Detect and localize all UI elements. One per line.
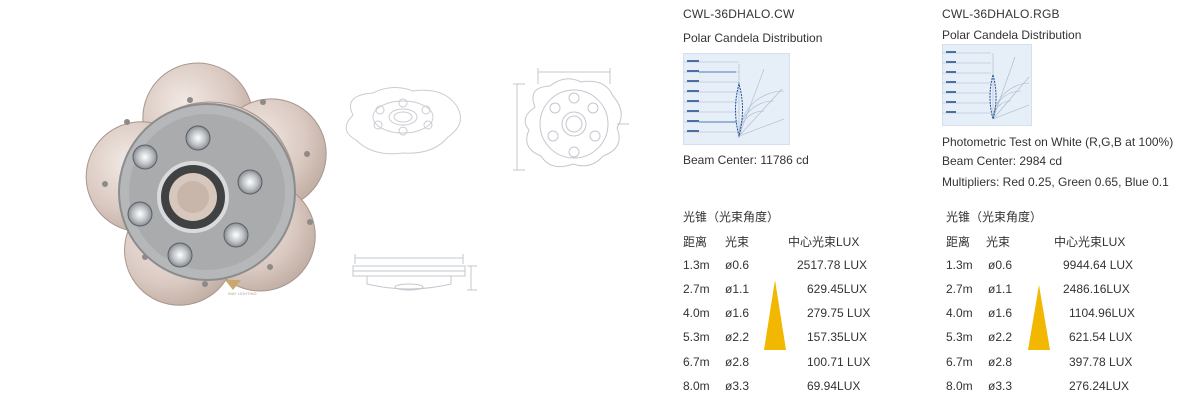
rgb-header-beam: 光束	[986, 235, 1011, 249]
rgb-row3-distance: 4.0m	[946, 306, 973, 320]
cw-table-title: 光锥（光束角度）	[683, 210, 780, 224]
table-row: 8.0m ø3.3 69.94LUX	[683, 379, 883, 395]
rgb-table-header: 距离 光束 中心光束LUX	[946, 233, 1146, 249]
rgb-model-title: CWL-36DHALO.RGB	[942, 7, 1060, 21]
rgb-row1-beam: ø0.6	[988, 258, 1013, 272]
cw-row6-lux: 69.94LUX	[807, 379, 861, 393]
rgb-beam-center: Beam Center: 2984 cd	[942, 154, 1063, 168]
cw-header-beam: 光束	[725, 235, 750, 249]
rgb-light-cone-icon	[1028, 285, 1050, 350]
rgb-row4-lux: 621.54 LUX	[1069, 330, 1133, 344]
cw-row5-lux: 100.71 LUX	[807, 355, 871, 369]
cw-row1-lux: 2517.78 LUX	[797, 258, 868, 272]
cw-model-title: CWL-36DHALO.CW	[683, 7, 795, 21]
cw-row1-distance: 1.3m	[683, 258, 710, 272]
rgb-row6-lux: 276.24LUX	[1069, 379, 1130, 393]
rgb-row2-distance: 2.7m	[946, 282, 973, 296]
cw-polar-subtitle: Polar Candela Distribution	[683, 31, 823, 45]
rgb-polar-subtitle: Polar Candela Distribution	[942, 28, 1082, 42]
cw-header-distance: 距离	[683, 235, 708, 249]
top-view-drawing	[505, 62, 645, 180]
rgb-row3-beam: ø1.6	[988, 306, 1013, 320]
cw-light-cone-icon	[764, 280, 786, 350]
logo-text: WAY LIGHTING	[228, 291, 257, 296]
rgb-row2-beam: ø1.1	[988, 282, 1013, 296]
cw-row4-beam: ø2.2	[725, 330, 750, 344]
table-row: 5.3m ø2.2 621.54 LUX	[946, 330, 1146, 346]
table-row: 6.7m ø2.8 397.78 LUX	[946, 355, 1146, 371]
table-row: 4.0m ø1.6 279.75 LUX	[683, 306, 883, 322]
rgb-test-note: Photometric Test on White (R,G,B at 100%…	[942, 135, 1174, 149]
table-row: 4.0m ø1.6 1104.96LUX	[946, 306, 1146, 322]
cw-row6-beam: ø3.3	[725, 379, 750, 393]
cw-row2-lux: 629.45LUX	[807, 282, 868, 296]
cw-row4-lux: 157.35LUX	[807, 330, 868, 344]
rgb-row5-lux: 397.78 LUX	[1069, 355, 1133, 369]
cw-row5-beam: ø2.8	[725, 355, 750, 369]
cw-row3-distance: 4.0m	[683, 306, 710, 320]
rgb-table-title: 光锥（光束角度）	[946, 210, 1043, 224]
cw-row3-beam: ø1.6	[725, 306, 750, 320]
rgb-row4-distance: 5.3m	[946, 330, 973, 344]
rgb-row5-beam: ø2.8	[988, 355, 1013, 369]
cw-row2-distance: 2.7m	[683, 282, 710, 296]
rgb-row2-lux: 2486.16LUX	[1063, 282, 1130, 296]
rgb-row1-lux: 9944.64 LUX	[1063, 258, 1134, 272]
cw-row1-beam: ø0.6	[725, 258, 750, 272]
cw-row2-beam: ø1.1	[725, 282, 750, 296]
cw-row3-lux: 279.75 LUX	[807, 306, 871, 320]
table-row: 2.7m ø1.1 629.45LUX	[683, 282, 883, 298]
side-view-drawing	[345, 250, 490, 300]
table-row: 1.3m ø0.6 2517.78 LUX	[683, 258, 883, 274]
rgb-polar-chart	[942, 44, 1032, 126]
cw-polar-chart	[683, 53, 790, 145]
cw-row6-distance: 8.0m	[683, 379, 710, 393]
table-row: 8.0m ø3.3 276.24LUX	[946, 379, 1146, 395]
cw-beam-center: Beam Center: 11786 cd	[683, 153, 809, 167]
rgb-row1-distance: 1.3m	[946, 258, 973, 272]
product-photo	[85, 62, 335, 312]
rgb-row4-beam: ø2.2	[988, 330, 1013, 344]
table-row: 5.3m ø2.2 157.35LUX	[683, 330, 883, 346]
table-row: 2.7m ø1.1 2486.16LUX	[946, 282, 1146, 298]
perspective-drawing	[338, 85, 468, 160]
table-row: 1.3m ø0.6 9944.64 LUX	[946, 258, 1146, 274]
rgb-header-lux: 中心光束LUX	[1054, 235, 1126, 249]
cw-row5-distance: 6.7m	[683, 355, 710, 369]
rgb-row6-distance: 8.0m	[946, 379, 973, 393]
rgb-header-distance: 距离	[946, 235, 971, 249]
rgb-row6-beam: ø3.3	[988, 379, 1013, 393]
table-row: 6.7m ø2.8 100.71 LUX	[683, 355, 883, 371]
rgb-multipliers: Multipliers: Red 0.25, Green 0.65, Blue …	[942, 175, 1169, 189]
cw-header-lux: 中心光束LUX	[788, 235, 860, 249]
rgb-row5-distance: 6.7m	[946, 355, 973, 369]
cw-table-header: 距离 光束 中心光束LUX	[683, 233, 883, 249]
rgb-row3-lux: 1104.96LUX	[1069, 306, 1135, 320]
cw-row4-distance: 5.3m	[683, 330, 710, 344]
